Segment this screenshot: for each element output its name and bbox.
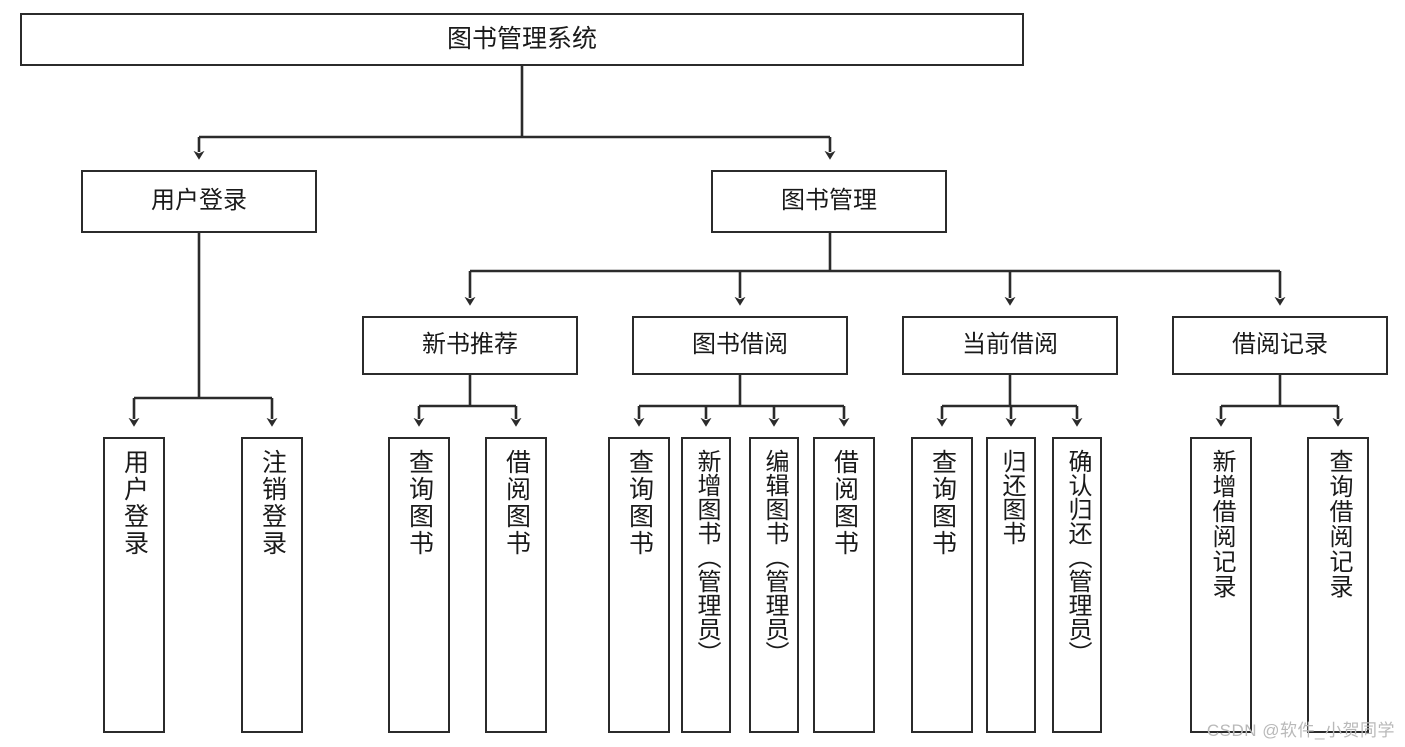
node-leaf-query-book-3-label: 查询图书	[928, 449, 957, 557]
node-leaf-edit-book[interactable]: 编辑图书（管理员）	[749, 437, 799, 733]
node-leaf-query-book-1-label: 查询图书	[405, 449, 434, 557]
node-current-borrow-label: 当前借阅	[962, 331, 1058, 359]
node-leaf-query-book-2-label: 查询图书	[625, 449, 654, 557]
node-leaf-add-book[interactable]: 新增图书（管理员）	[681, 437, 731, 733]
node-new-book-recommend[interactable]: 新书推荐	[362, 316, 578, 375]
node-leaf-edit-book-label: 编辑图书（管理员）	[761, 449, 788, 665]
node-book-borrow-label: 图书借阅	[692, 331, 788, 359]
node-leaf-confirm-return-label: 确认归还（管理员）	[1064, 449, 1091, 665]
node-leaf-return-book-label: 归还图书	[998, 449, 1025, 545]
node-user-login-label: 用户登录	[151, 187, 247, 215]
node-leaf-add-record[interactable]: 新增借阅记录	[1190, 437, 1252, 733]
node-leaf-query-book-3[interactable]: 查询图书	[911, 437, 973, 733]
node-leaf-add-record-label: 新增借阅记录	[1208, 449, 1235, 599]
node-leaf-borrow-book-2-label: 借阅图书	[830, 449, 859, 557]
node-leaf-query-book-2[interactable]: 查询图书	[608, 437, 670, 733]
node-leaf-logout-label: 注销登录	[258, 449, 287, 557]
node-leaf-borrow-book-2[interactable]: 借阅图书	[813, 437, 875, 733]
node-leaf-borrow-book-1-label: 借阅图书	[502, 449, 531, 557]
node-leaf-borrow-book-1[interactable]: 借阅图书	[485, 437, 547, 733]
node-current-borrow[interactable]: 当前借阅	[902, 316, 1118, 375]
node-leaf-query-book-1[interactable]: 查询图书	[388, 437, 450, 733]
node-leaf-add-book-label: 新增图书（管理员）	[693, 449, 720, 665]
csdn-watermark: CSDN @软件_小贺同学	[1206, 721, 1395, 740]
node-leaf-user-login[interactable]: 用户登录	[103, 437, 165, 733]
node-user-login[interactable]: 用户登录	[81, 170, 317, 233]
node-new-book-recommend-label: 新书推荐	[422, 331, 518, 359]
node-leaf-return-book[interactable]: 归还图书	[986, 437, 1036, 733]
node-borrow-record[interactable]: 借阅记录	[1172, 316, 1388, 375]
node-book-manage[interactable]: 图书管理	[711, 170, 947, 233]
node-root-system[interactable]: 图书管理系统	[20, 13, 1024, 66]
node-book-manage-label: 图书管理	[781, 187, 877, 215]
node-borrow-record-label: 借阅记录	[1232, 331, 1328, 359]
node-leaf-confirm-return[interactable]: 确认归还（管理员）	[1052, 437, 1102, 733]
node-leaf-user-login-label: 用户登录	[120, 449, 149, 557]
node-leaf-logout[interactable]: 注销登录	[241, 437, 303, 733]
node-leaf-query-record-label: 查询借阅记录	[1325, 449, 1352, 599]
node-book-borrow[interactable]: 图书借阅	[632, 316, 848, 375]
node-root-system-label: 图书管理系统	[446, 24, 597, 53]
node-leaf-query-record[interactable]: 查询借阅记录	[1307, 437, 1369, 733]
